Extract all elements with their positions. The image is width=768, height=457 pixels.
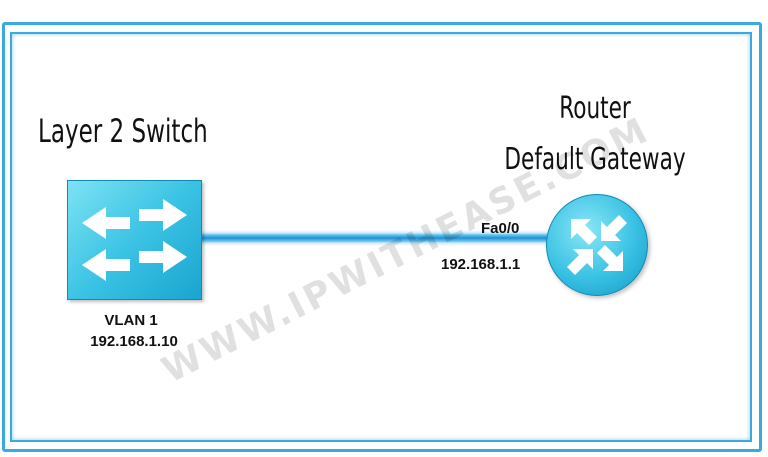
router-title: Router — [559, 91, 631, 126]
router-interface-label: Fa0/0 — [481, 220, 520, 237]
diagram-inner-frame — [10, 32, 752, 442]
switch-arrows-icon — [82, 199, 187, 281]
diagram-outer-frame — [2, 22, 762, 452]
router-subtitle: Default Gateway — [504, 142, 686, 177]
router-icon — [546, 194, 648, 296]
router-arrows-icon — [567, 215, 627, 275]
router-ip-address: 192.168.1.1 — [441, 256, 521, 273]
switch-ip-address: 192.168.1.10 — [90, 333, 178, 350]
switch-icon — [67, 180, 202, 300]
switch-vlan-label: VLAN 1 — [104, 312, 158, 329]
network-link — [196, 234, 560, 242]
switch-title: Layer 2 Switch — [38, 112, 208, 150]
